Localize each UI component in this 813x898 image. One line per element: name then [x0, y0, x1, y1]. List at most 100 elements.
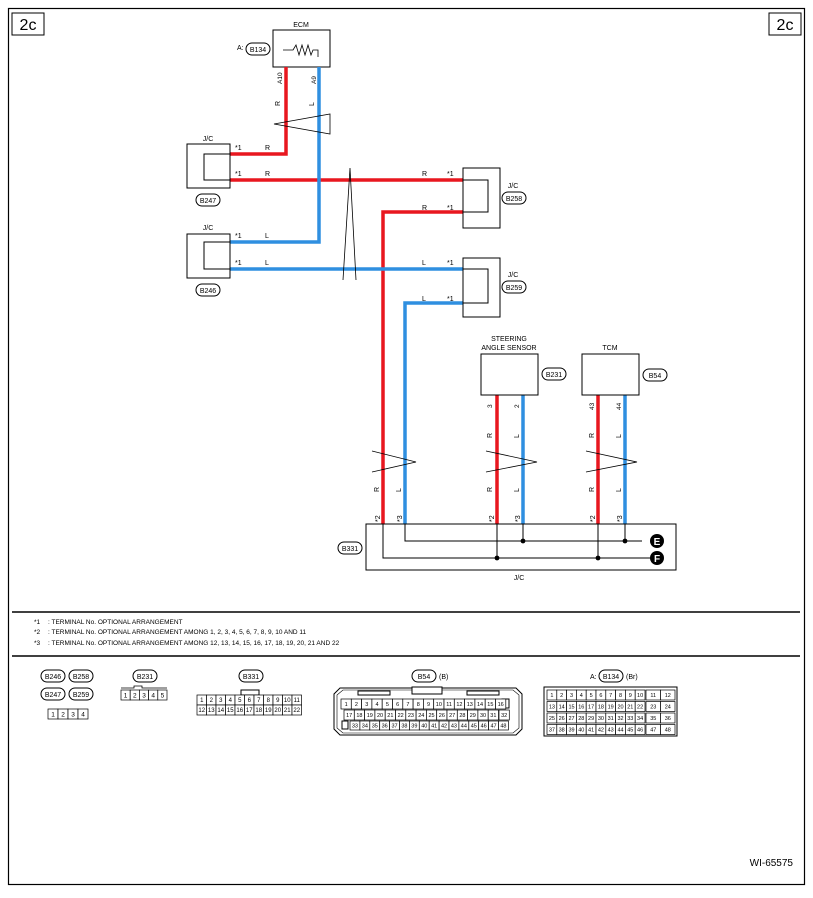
- b54-pin-label: 14: [477, 702, 483, 708]
- figure-id: WI-65575: [750, 858, 794, 869]
- b134-pin-label: 20: [617, 704, 623, 710]
- b231-pin-label: 3: [142, 692, 146, 699]
- b134-pin-label: 6: [599, 693, 602, 699]
- svg-text:TCM: TCM: [602, 345, 617, 352]
- b134-pin-label: 42: [598, 727, 604, 733]
- svg-text:*1: *1: [34, 619, 41, 626]
- b134-pin-label: 8: [619, 693, 622, 699]
- b54-pin-label: 20: [377, 713, 383, 719]
- b134-pin: [634, 701, 646, 712]
- b331-pin-label: 13: [208, 708, 215, 714]
- b54-pin: [498, 720, 509, 731]
- section-tag-left: 2c: [11, 12, 45, 36]
- svg-text:R: R: [589, 487, 596, 492]
- svg-text:B247: B247: [200, 198, 216, 205]
- svg-text:B258: B258: [506, 196, 522, 203]
- svg-text:B331: B331: [342, 546, 358, 553]
- b54-pin-label: 11: [446, 702, 452, 708]
- ground-point-e: [650, 534, 664, 548]
- b54-pin-label: 6: [396, 702, 399, 708]
- page-frame: [7, 7, 806, 886]
- b134-pin-label: 30: [598, 716, 604, 722]
- b54-pin-label: 46: [481, 723, 487, 729]
- b331-pin-label: 18: [255, 708, 262, 714]
- b331-pin-label: 2: [210, 698, 214, 704]
- b134-pin-label: 44: [617, 727, 623, 733]
- b54-pin-label: 34: [362, 723, 368, 729]
- svg-text:R: R: [487, 487, 494, 492]
- b331-pin-label: 14: [217, 708, 224, 714]
- svg-text:44: 44: [616, 402, 623, 410]
- b134-pin: [660, 701, 676, 712]
- b134-pin: [634, 724, 646, 735]
- svg-text:*1: *1: [447, 260, 454, 267]
- b134-pin-label: 33: [627, 716, 633, 722]
- jc-b331: E F B331 J/C: [337, 523, 677, 582]
- b54-pin-label: 39: [411, 723, 417, 729]
- b331-pin-label: 11: [294, 698, 301, 704]
- b134-pin-label: 17: [588, 704, 594, 710]
- svg-text:*1: *1: [235, 145, 242, 152]
- section-tag-right: 2c: [768, 12, 802, 36]
- svg-text:L: L: [309, 102, 316, 106]
- b54-pin-label: 15: [487, 702, 493, 708]
- b54-pin-label: 44: [461, 723, 467, 729]
- svg-text:R: R: [487, 433, 494, 438]
- b54-pin-label: 24: [418, 713, 424, 719]
- b331-pin-label: 8: [267, 698, 271, 704]
- jc-b246: J/C B246: [186, 225, 231, 297]
- ecm-unit: ECM A: B134 A10 A9: [237, 22, 331, 84]
- b54-pin-label: 2: [355, 702, 358, 708]
- svg-text:: TERMINAL No. OPTIONAL ARRANG: : TERMINAL No. OPTIONAL ARRANGEMENT: [48, 619, 183, 626]
- svg-text:3: 3: [487, 404, 494, 408]
- b134-pin-label: 7: [609, 693, 612, 699]
- svg-text:ECM: ECM: [293, 22, 309, 29]
- svg-text:R: R: [275, 101, 282, 106]
- b134-pin-label: 37: [549, 727, 555, 733]
- b134-pin-label: 41: [588, 727, 594, 733]
- blue-wires: [218, 67, 627, 524]
- b54-pin-label: 36: [382, 723, 388, 729]
- svg-text:B246: B246: [200, 288, 216, 295]
- svg-text:*2: *2: [590, 515, 597, 522]
- b54-pin-label: 47: [490, 723, 496, 729]
- svg-text:R: R: [265, 145, 270, 152]
- svg-text:(Br): (Br): [626, 674, 638, 681]
- b331-pin-label: 4: [229, 698, 233, 704]
- b54-pin-label: 35: [372, 723, 378, 729]
- svg-text:B246: B246: [45, 674, 61, 681]
- svg-text:*3: *3: [617, 515, 624, 522]
- svg-text:*3: *3: [515, 515, 522, 522]
- b54-pin-label: 29: [470, 713, 476, 719]
- notes-section: *1 : TERMINAL No. OPTIONAL ARRANGEMENT *…: [12, 611, 800, 657]
- jc-pin-label: 3: [71, 711, 75, 718]
- b134-pin-label: 10: [637, 693, 643, 699]
- b54-pin-label: 10: [436, 702, 442, 708]
- b54-pin-label: 8: [417, 702, 420, 708]
- star-marks: *1 *1 *1 *1 *1 *1 *1 *1 *2 *3 *2 *3 *2 *…: [235, 145, 624, 522]
- ecm-pin-a9: A9: [311, 76, 318, 84]
- b54-pin-label: 3: [365, 702, 368, 708]
- b54-pin-label: 32: [501, 713, 507, 719]
- b54-pin-label: 9: [427, 702, 430, 708]
- svg-text:L: L: [422, 260, 426, 267]
- svg-text:L: L: [514, 488, 521, 492]
- b54-pin-label: 5: [386, 702, 389, 708]
- b134-pin: [634, 689, 646, 701]
- b134-pin-label: 36: [665, 716, 671, 722]
- b134-pin-label: 1: [550, 693, 553, 699]
- b54-pin-label: 19: [367, 713, 373, 719]
- b134-pin-label: 24: [665, 704, 671, 710]
- b134-pin-label: 40: [578, 727, 584, 733]
- b134-pin-label: 29: [588, 716, 594, 722]
- b134-pin-label: 28: [578, 716, 584, 722]
- svg-text:L: L: [265, 260, 269, 267]
- b134-pin-label: 13: [549, 704, 555, 710]
- svg-text:*1: *1: [447, 296, 454, 303]
- b54-pin-label: 48: [500, 723, 506, 729]
- svg-text:B134: B134: [250, 47, 266, 54]
